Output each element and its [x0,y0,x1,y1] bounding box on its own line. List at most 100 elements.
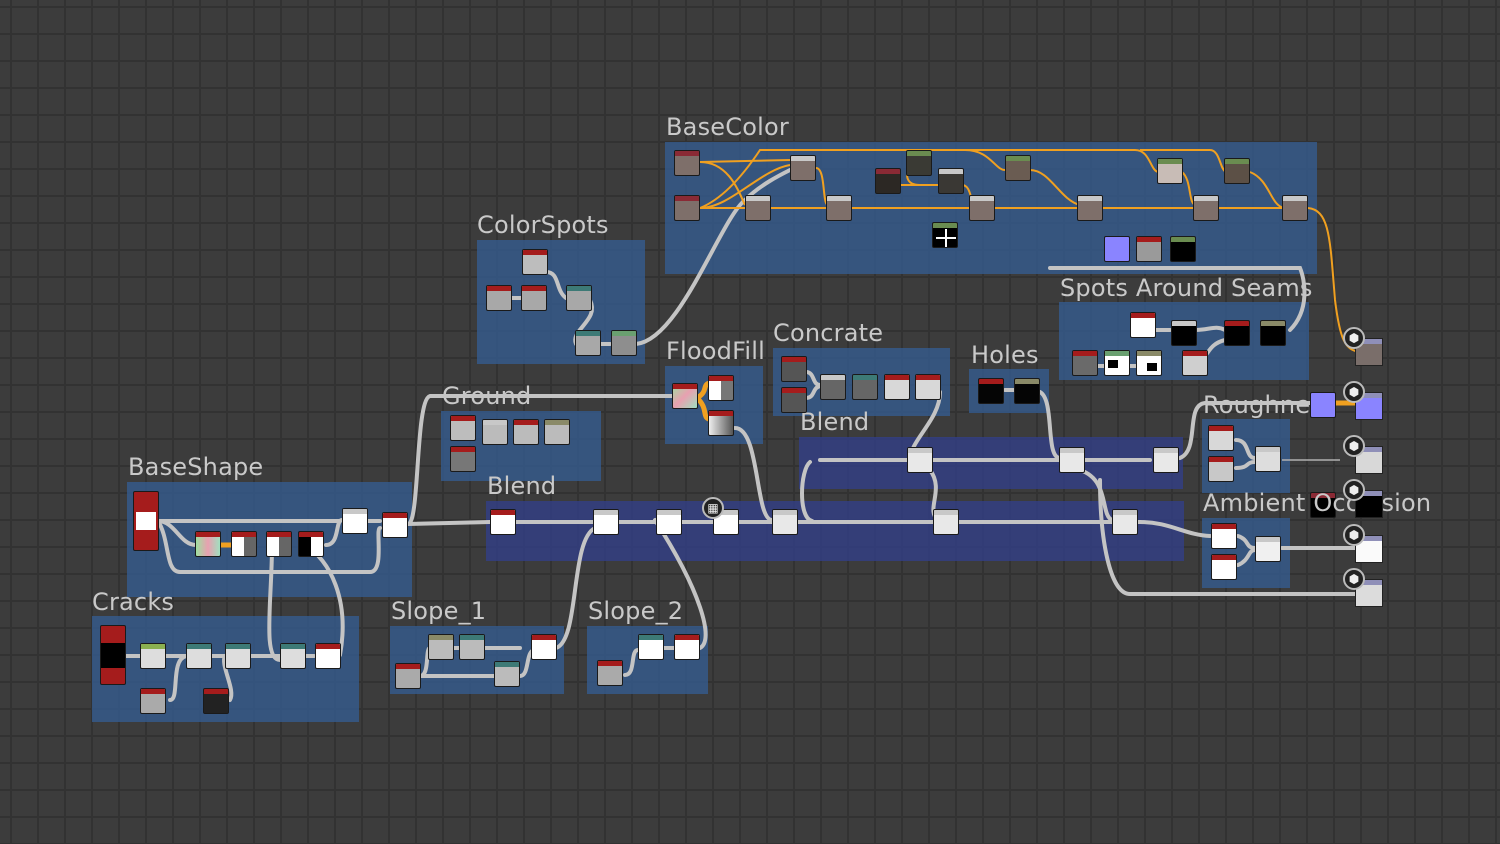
node-basecolor-input-2[interactable] [674,195,700,221]
node-colorspots-blend-1[interactable] [566,285,592,311]
node-cracks-warp-1[interactable] [186,643,212,669]
node-basecolor-color-5[interactable] [1224,158,1250,184]
node-seams-input[interactable] [1130,312,1156,338]
node-colorspots-noise[interactable] [522,249,548,275]
frame-title-slope-2: Slope_2 [588,597,684,625]
node-blend-upper-3[interactable] [1153,447,1179,473]
node-basecolor-normal[interactable] [1104,236,1130,262]
node-seams-blend-1[interactable] [1171,320,1197,346]
node-slope1-blur-2[interactable] [459,634,485,660]
node-seams-noise-4[interactable] [1182,350,1208,376]
node-roughness-input-2[interactable] [1208,456,1234,482]
node-slope1-noise[interactable] [395,663,421,689]
node-slope1-blend[interactable] [494,661,520,687]
node-basecolor-blend-4[interactable] [938,168,964,194]
frame-title-spots-around-seams: Spots Around Seams [1060,274,1313,302]
node-concrate-blur[interactable] [915,374,941,400]
node-cracks-warp-3[interactable] [280,643,306,669]
node-basecolor-edge[interactable] [1170,236,1196,262]
node-ground-levels[interactable] [544,419,570,445]
node-slope2-output[interactable] [674,634,700,660]
node-basecolor-blend-1[interactable] [790,155,816,181]
node-floodfill-to-random[interactable] [708,410,734,436]
node-baseshape-tile-generator[interactable] [133,491,159,551]
node-seams-noise-2[interactable] [1104,350,1130,376]
node-slope2-blend[interactable] [638,634,664,660]
node-floodfill-to-gradient[interactable] [708,375,734,401]
node-baseshape-output[interactable] [382,512,408,538]
node-ground-warp[interactable] [513,419,539,445]
node-colorspots-grunge-1[interactable] [486,285,512,311]
node-blend-main-6[interactable] [1112,509,1138,535]
wire [1048,266,1307,332]
node-baseshape-checker-1[interactable] [231,531,257,557]
node-cracks-noise-2[interactable] [203,688,229,714]
wire [699,161,746,206]
node-concrate-noise-1[interactable] [781,356,807,382]
node-basecolor-color-green[interactable] [906,150,932,176]
node-blend-main-5[interactable] [933,509,959,535]
node-baseshape-checker-2[interactable] [266,531,292,557]
node-basecolor-blend-2[interactable] [745,195,771,221]
node-colorspots-blend-2[interactable] [575,330,601,356]
node-basecolor-input-1[interactable] [674,150,700,176]
node-floodfill[interactable] [672,383,698,409]
node-ground-blend[interactable] [482,419,508,445]
node-ao-input-2[interactable] [1211,554,1237,580]
node-ground-noise-2[interactable] [450,446,476,472]
node-roughness-blend[interactable] [1255,446,1281,472]
node-slope1-blur-1[interactable] [428,634,454,660]
node-normal-uniform[interactable] [1310,392,1336,418]
node-basecolor-blend-6[interactable] [1077,195,1103,221]
node-metallic-uniform[interactable] [1310,492,1336,518]
node-colorspots-levels[interactable] [611,330,637,356]
node-ao-blend[interactable] [1255,536,1281,562]
node-baseshape-blend[interactable] [342,508,368,534]
node-basecolor-blend-5[interactable] [969,195,995,221]
node-basecolor-blend-8[interactable] [1282,195,1308,221]
node-seams-blend-2[interactable] [1224,320,1250,346]
node-slope2-noise[interactable] [597,660,623,686]
node-cracks-noise-1[interactable] [140,688,166,714]
node-blend-main-3[interactable] [713,509,739,535]
node-blend-main-input[interactable] [490,509,516,535]
node-basecolor-mask[interactable] [932,222,958,248]
node-blend-main-2[interactable] [656,509,682,535]
wire [1236,534,1257,550]
output-basecolor[interactable] [1355,338,1383,366]
node-blend-main-4[interactable] [772,509,798,535]
node-basecolor-blend-3[interactable] [826,195,852,221]
node-concrate-levels[interactable] [852,374,878,400]
node-cracks-tile-generator[interactable] [100,625,126,685]
node-cracks-output[interactable] [315,643,341,669]
node-roughness-input-1[interactable] [1208,425,1234,451]
node-blend-main-1[interactable] [593,509,619,535]
node-concrate-blend[interactable] [820,374,846,400]
node-basecolor-blend-7[interactable] [1193,195,1219,221]
node-baseshape-checker-3[interactable] [298,531,324,557]
node-colorspots-grunge-2[interactable] [521,285,547,311]
node-cracks-levels[interactable] [140,643,166,669]
node-seams-noise-3[interactable] [1136,350,1162,376]
node-seams-levels[interactable] [1260,320,1286,346]
node-holes-noise[interactable] [978,378,1004,404]
wire [634,168,792,346]
node-ground-noise-1[interactable] [450,415,476,441]
node-ao-input-1[interactable] [1211,523,1237,549]
node-baseshape-gradient[interactable] [195,531,221,557]
node-slope1-output[interactable] [531,634,557,660]
node-cracks-warp-2[interactable] [225,643,251,669]
node-blend-upper-2[interactable] [1059,447,1085,473]
node-holes-levels[interactable] [1014,378,1040,404]
node-seams-noise-1[interactable] [1072,350,1098,376]
node-basecolor-curvature[interactable] [1136,236,1162,262]
wire [1029,169,1081,206]
node-blend-upper-1[interactable] [907,447,933,473]
node-concrate-warp[interactable] [884,374,910,400]
node-basecolor-color-4[interactable] [1157,158,1183,184]
node-basecolor-color-dark[interactable] [875,168,901,194]
frame-blend-upper[interactable] [799,437,1183,489]
node-concrate-noise-2[interactable] [781,387,807,413]
node-basecolor-color-3[interactable] [1005,155,1031,181]
